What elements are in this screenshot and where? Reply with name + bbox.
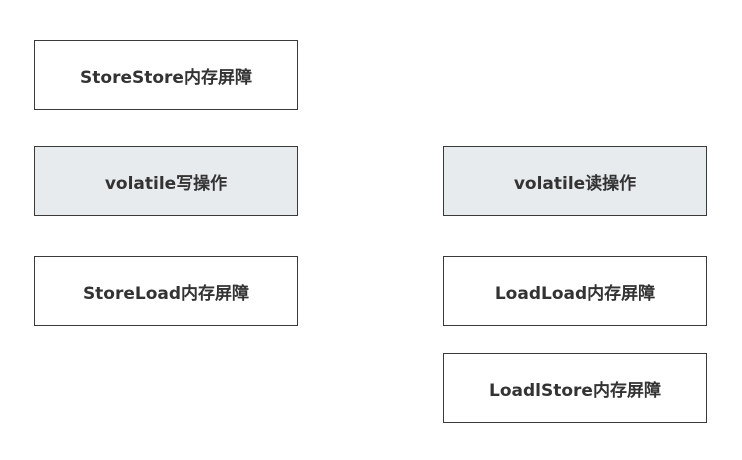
loadstore-barrier-box: LoadlStore内存屏障 (443, 353, 707, 423)
loadstore-barrier-label: LoadlStore内存屏障 (489, 380, 661, 401)
volatile-read-box: volatile读操作 (443, 146, 707, 216)
storestore-barrier-box: StoreStore内存屏障 (34, 40, 298, 110)
storeload-barrier-label: StoreLoad内存屏障 (82, 283, 250, 304)
volatile-read-label: volatile读操作 (513, 173, 637, 194)
volatile-write-box: volatile写操作 (34, 146, 298, 216)
storeload-barrier-box: StoreLoad内存屏障 (34, 256, 298, 326)
loadload-barrier-label: LoadLoad内存屏障 (494, 283, 656, 304)
volatile-write-label: volatile写操作 (104, 173, 228, 194)
loadload-barrier-box: LoadLoad内存屏障 (443, 256, 707, 326)
storestore-barrier-label: StoreStore内存屏障 (80, 67, 252, 88)
